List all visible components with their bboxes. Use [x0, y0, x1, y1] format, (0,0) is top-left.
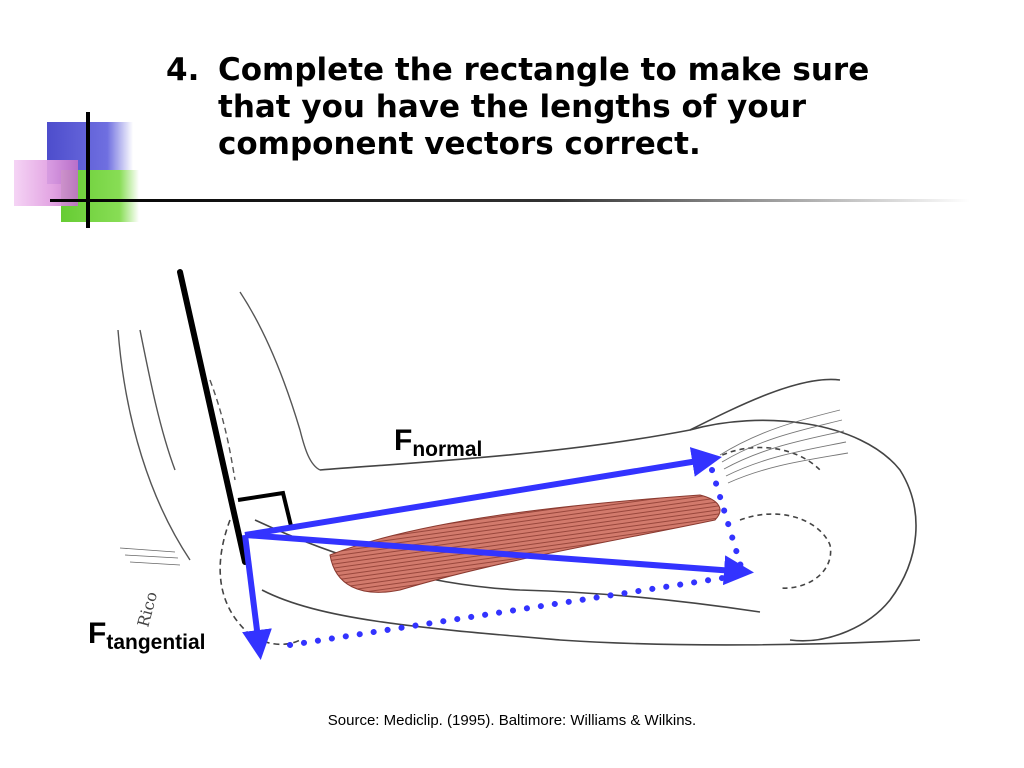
elbow-hair	[119, 547, 181, 566]
slide-decoration	[14, 112, 970, 228]
forearm-muscle	[329, 494, 721, 593]
dotted-completion-bottom	[287, 572, 745, 648]
normal-force-arrow	[244, 447, 722, 538]
deco-pink-square	[14, 160, 78, 206]
slide-number: 4.	[166, 52, 200, 88]
deco-vertical-rule	[86, 112, 90, 228]
f-normal-label: Fnormal	[394, 424, 483, 461]
resultant-force-arrow	[244, 532, 754, 586]
f-tangential-label: Ftangential	[88, 617, 206, 654]
tendon-lines	[719, 409, 849, 484]
forearm-outline	[219, 378, 921, 646]
dotted-completion-right	[709, 467, 745, 573]
tangential-force-arrow	[242, 534, 272, 660]
slide-title: 4. Complete the rectangle to make sure t…	[166, 52, 926, 163]
deco-horizontal-rule	[50, 199, 970, 202]
slide-title-text: Complete the rectangle to make sure that…	[218, 52, 870, 162]
source-citation: Source: Mediclip. (1995). Baltimore: Wil…	[327, 712, 697, 729]
right-angle-marker	[237, 490, 294, 531]
forearm-vector-diagram: Rico	[117, 269, 921, 660]
upper-arm-outline	[117, 291, 321, 561]
lever-line	[177, 269, 248, 565]
